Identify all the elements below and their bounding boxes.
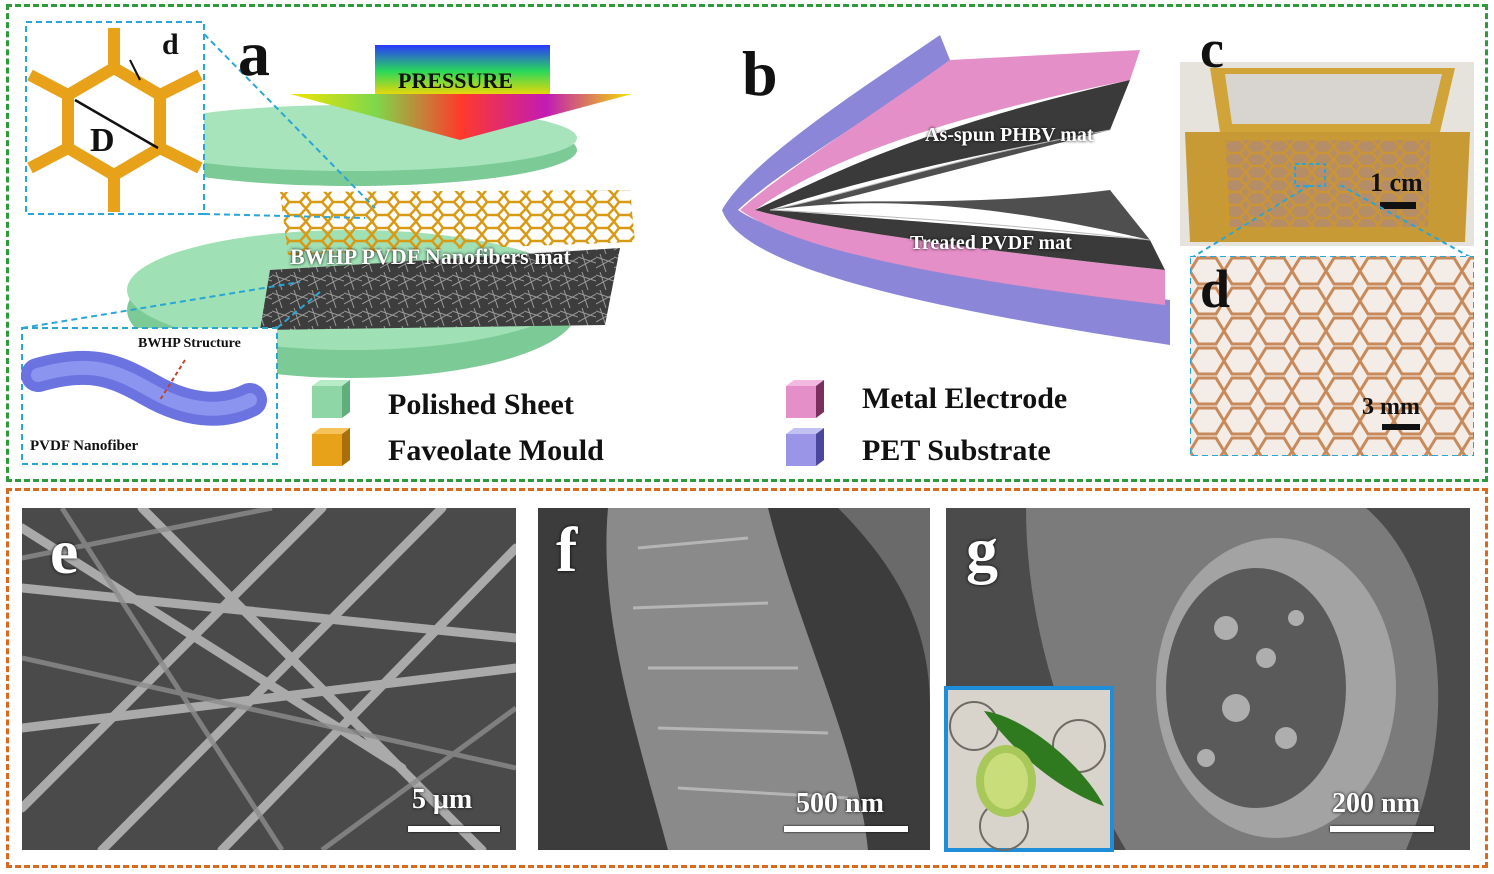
legend-cube-faveolate-mould: [312, 428, 350, 466]
mat-label: BWHP PVDF Nanofibers mat: [290, 244, 571, 269]
fiber-structure-label: BWHP Structure: [138, 336, 241, 351]
inset-large-D-label: D: [90, 122, 115, 159]
scale-bar-e: [408, 826, 500, 832]
legend-cube-pet-substrate: [786, 428, 824, 466]
scale-label-e: 5 μm: [412, 784, 473, 815]
legend-polished-sheet: Polished Sheet: [388, 388, 574, 421]
panel-label-c: c: [1200, 19, 1224, 79]
top-panel-frame: [6, 4, 1488, 482]
legend-metal-electrode: Metal Electrode: [862, 382, 1068, 415]
panel-label-g: g: [966, 514, 998, 585]
panel-a-illustration: [21, 21, 635, 465]
scale-bar-g: [1330, 826, 1434, 832]
panel-label-d: d: [1200, 259, 1231, 319]
top-mat-label: As-spun PHBV mat: [925, 124, 1094, 146]
zoom-connector-c-d: [1192, 185, 1471, 258]
scale-bar-f: [784, 826, 908, 832]
panel-label-a: a: [238, 18, 270, 89]
legend-cube-polished-sheet: [312, 380, 350, 418]
pressure-label: PRESSURE: [398, 68, 513, 93]
legend-pet-substrate: PET Substrate: [862, 434, 1051, 467]
panel-label-e: e: [50, 516, 79, 587]
panel-d-honeycomb-photo: [1190, 256, 1474, 456]
bottom-mat-label: Treated PVDF mat: [910, 232, 1072, 254]
scale-label-g: 200 nm: [1332, 788, 1420, 819]
scale-label-d: 3 mm: [1362, 394, 1420, 420]
panel-label-b: b: [742, 38, 778, 109]
pepper-inset-photo: [944, 686, 1114, 852]
panel-f-sem-image: [538, 508, 930, 850]
legend-cube-metal-electrode: [786, 380, 824, 418]
fiber-label: PVDF Nanofiber: [30, 438, 139, 454]
scale-label-f: 500 nm: [796, 788, 884, 819]
panel-label-f: f: [556, 514, 578, 585]
scale-label-c: 1 cm: [1370, 168, 1423, 197]
inset-small-d-label: d: [162, 28, 179, 61]
bottom-panel-frame: [6, 488, 1488, 868]
panel-b-illustration: [722, 35, 1170, 345]
legend-faveolate-mould: Faveolate Mould: [388, 434, 604, 467]
panel-e-sem-image: [22, 508, 516, 850]
panel-c-photo: [1180, 62, 1474, 246]
